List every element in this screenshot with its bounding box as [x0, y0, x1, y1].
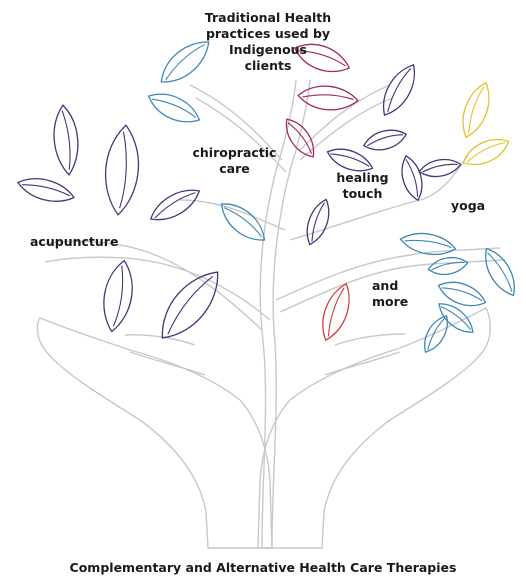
leaf-icon — [144, 86, 204, 129]
more-line-1: and — [372, 278, 408, 294]
chiropractic-line-1: chiropractic — [182, 145, 287, 161]
healing-line-1: healing — [325, 170, 400, 186]
leaf-icon — [215, 196, 272, 249]
leaf-icon — [459, 132, 513, 171]
leaf-icon — [98, 258, 137, 334]
leaf-icon — [435, 276, 489, 312]
leaf-icon — [427, 255, 469, 278]
leaf-icon — [399, 229, 458, 258]
leaf-icon — [301, 196, 334, 247]
leaf-icon — [51, 104, 80, 176]
leaf-icon — [146, 182, 204, 227]
leaf-icon — [102, 124, 142, 216]
leaf-icon — [150, 262, 230, 349]
title-label: Traditional Health practices used by Ind… — [183, 10, 353, 74]
leaf-group — [15, 33, 522, 356]
leaf-icon — [418, 312, 453, 356]
chiropractic-label: chiropractic care — [182, 145, 287, 177]
title-line-4: clients — [183, 58, 353, 74]
leaf-icon — [478, 244, 522, 301]
title-line-3: Indigenous — [183, 42, 353, 58]
and-more-label: and more — [372, 278, 408, 310]
leaf-icon — [456, 79, 496, 141]
leaf-icon — [361, 126, 408, 155]
leaf-icon — [15, 173, 76, 207]
title-line-1: Traditional Health — [183, 10, 353, 26]
more-line-2: more — [372, 294, 408, 310]
leaf-icon — [397, 153, 426, 202]
chiropractic-line-2: care — [182, 161, 287, 177]
acupuncture-label: acupuncture — [30, 234, 118, 250]
healing-touch-label: healing touch — [325, 170, 400, 202]
title-line-2: practices used by — [183, 26, 353, 42]
caption: Complementary and Alternative Health Car… — [0, 560, 526, 575]
leaf-icon — [375, 59, 423, 120]
healing-line-2: touch — [325, 186, 400, 202]
leaf-icon — [418, 156, 462, 179]
leaf-icon — [316, 280, 357, 344]
yoga-label: yoga — [451, 198, 485, 214]
